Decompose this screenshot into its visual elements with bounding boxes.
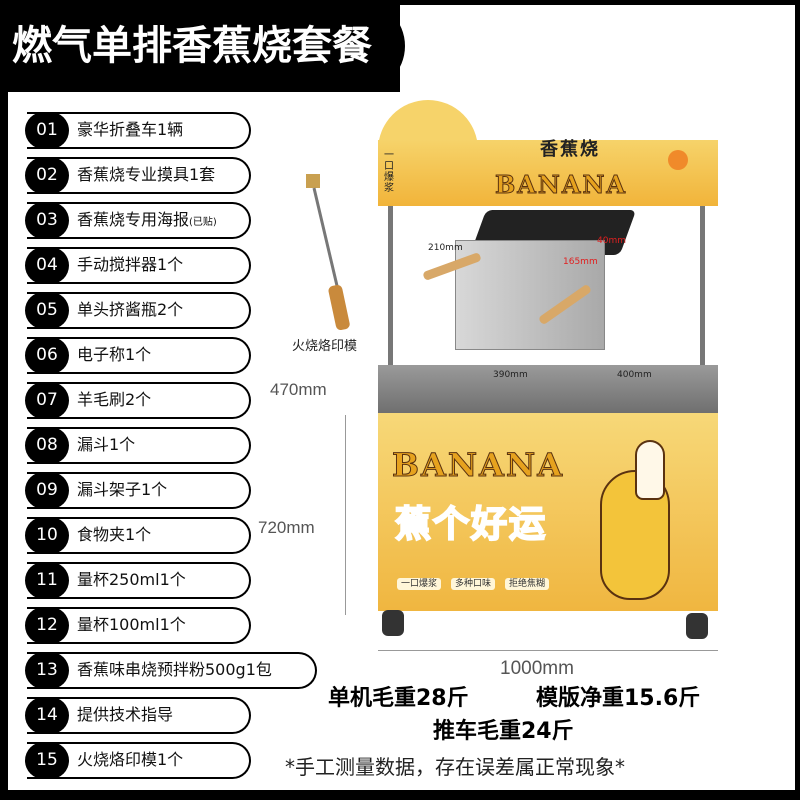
item-label: 漏斗1个	[77, 436, 135, 454]
item-number: 02	[25, 157, 69, 194]
item-label: 单头挤酱瓶2个	[77, 301, 183, 319]
item-label: 羊毛刷2个	[77, 391, 151, 409]
item-label: 电子称1个	[77, 346, 151, 364]
item-text: 漏斗1个	[77, 435, 136, 455]
item-number: 13	[25, 652, 69, 689]
poster-tag: 拒绝焦糊	[505, 578, 550, 591]
poster-slogan: 蕉个好运	[394, 503, 548, 545]
item-label: 提供技术指导	[77, 706, 173, 724]
item-text: 量杯250ml1个	[77, 570, 186, 590]
item-text: 漏斗架子1个	[77, 480, 168, 500]
item-text: 香蕉烧专业摸具1套	[77, 165, 216, 185]
machine-height-label: 210mm	[428, 243, 463, 253]
package-item: 14 提供技术指导	[25, 697, 251, 734]
package-item: 09 漏斗架子1个	[25, 472, 251, 509]
package-item: 15 火烧烙印模1个	[25, 742, 251, 779]
item-number: 01	[25, 112, 69, 149]
mold-length-label: 165mm	[563, 257, 598, 267]
wheel-right	[686, 613, 708, 639]
machine-width-label: 390mm	[493, 370, 528, 380]
iron-rod	[312, 187, 340, 291]
item-number: 07	[25, 382, 69, 419]
item-label: 量杯250ml1个	[77, 571, 186, 589]
top-sign	[378, 140, 718, 206]
iron-head	[306, 174, 320, 188]
content-panel-top	[400, 5, 795, 105]
banana-mascot-face	[635, 440, 665, 500]
item-number: 12	[25, 607, 69, 644]
item-label: 漏斗架子1个	[77, 481, 167, 499]
branding-iron-image	[306, 174, 350, 330]
item-number: 15	[25, 742, 69, 779]
width-label: 1000mm	[500, 658, 574, 679]
item-text: 食物夹1个	[77, 525, 152, 545]
package-item: 05 单头挤酱瓶2个	[25, 292, 251, 329]
height-top-label: 470mm	[270, 380, 327, 399]
item-label: 香蕉烧专业摸具1套	[77, 166, 215, 184]
item-label: 手动搅拌器1个	[77, 256, 183, 274]
item-label: 香蕉味串烧预拌粉500g1包	[77, 661, 272, 679]
item-number: 09	[25, 472, 69, 509]
sun-icon	[668, 150, 688, 170]
item-text: 豪华折叠车1辆	[77, 120, 184, 140]
branding-iron-label: 火烧烙印模	[292, 339, 358, 354]
item-text: 香蕉烧专用海报	[77, 210, 190, 230]
cart-pole-right	[700, 200, 705, 415]
poster-banana-text: BANANA	[391, 446, 565, 484]
item-text: 火烧烙印模1个	[77, 750, 184, 770]
package-item: 11 量杯250ml1个	[25, 562, 251, 599]
item-label: 豪华折叠车1辆	[77, 121, 183, 139]
item-number: 05	[25, 292, 69, 329]
item-text: 量杯100ml1个	[77, 615, 186, 635]
wheel-left	[382, 610, 404, 636]
mold-weight: 模版净重15.6斤	[536, 686, 701, 711]
sign-cn-text: 香蕉烧	[540, 139, 600, 160]
machine-depth-label: 400mm	[617, 370, 652, 380]
item-number: 10	[25, 517, 69, 554]
package-item: 04 手动搅拌器1个	[25, 247, 251, 284]
item-label: 量杯100ml1个	[77, 616, 186, 634]
item-text: 提供技术指导	[77, 705, 174, 725]
package-item: 02 香蕉烧专业摸具1套	[25, 157, 251, 194]
poster-tag: 多种口味	[451, 578, 496, 591]
width-dimension-line	[378, 650, 718, 651]
item-note: (已贴)	[189, 217, 217, 229]
item-number: 11	[25, 562, 69, 599]
sign-side-text: 一口爆浆	[384, 150, 394, 194]
item-number: 06	[25, 337, 69, 374]
item-number: 03	[25, 202, 69, 239]
cart-weight: 推车毛重24斤	[433, 719, 574, 744]
counter-top	[378, 365, 718, 413]
item-text: 单头挤酱瓶2个	[77, 300, 184, 320]
package-item: 03 香蕉烧专用海报(已贴)	[25, 202, 251, 239]
package-item: 10 食物夹1个	[25, 517, 251, 554]
height-bottom-label: 720mm	[258, 518, 315, 537]
item-number: 08	[25, 427, 69, 464]
item-text: 香蕉味串烧预拌粉500g1包	[77, 660, 272, 680]
item-text: 羊毛刷2个	[77, 390, 152, 410]
package-item: 08 漏斗1个	[25, 427, 251, 464]
package-item: 12 量杯100ml1个	[25, 607, 251, 644]
item-label: 香蕉烧专用海报(已贴)	[77, 211, 217, 229]
item-label: 火烧烙印模1个	[77, 751, 183, 769]
package-item: 06 电子称1个	[25, 337, 251, 374]
package-item: 01 豪华折叠车1辆	[25, 112, 251, 149]
item-text: 手动搅拌器1个	[77, 255, 184, 275]
machine-weight: 单机毛重28斤	[328, 686, 469, 711]
iron-handle	[328, 284, 350, 330]
page-title: 燃气单排香蕉烧套餐	[0, 0, 405, 92]
item-number: 14	[25, 697, 69, 734]
item-text: 电子称1个	[77, 345, 152, 365]
measurement-note: *手工测量数据，存在误差属正常现象*	[285, 755, 625, 779]
package-item: 07 羊毛刷2个	[25, 382, 251, 419]
mold-width-label: 40mm	[597, 236, 626, 246]
package-item: 13 香蕉味串烧预拌粉500g1包	[25, 652, 317, 689]
item-number: 04	[25, 247, 69, 284]
cart-pole-left	[388, 200, 393, 415]
item-label: 食物夹1个	[77, 526, 151, 544]
poster-tag: 一口爆浆	[397, 578, 442, 591]
sign-banana-text: BANANA	[494, 170, 628, 199]
height-dimension-line	[345, 415, 346, 615]
